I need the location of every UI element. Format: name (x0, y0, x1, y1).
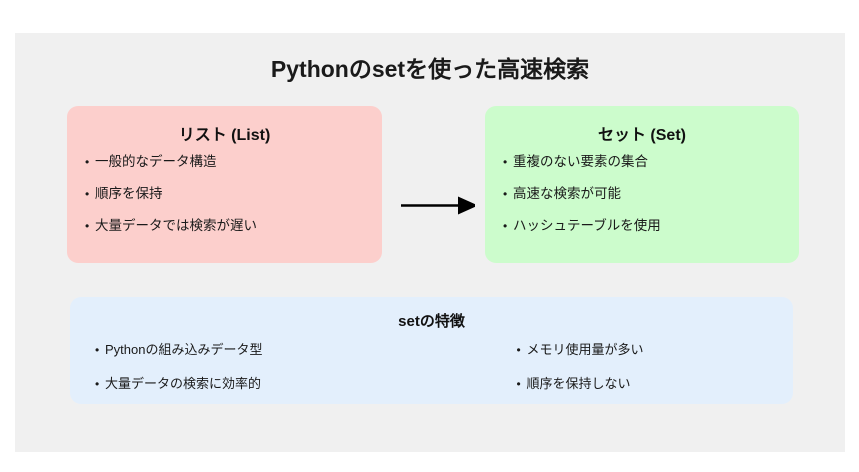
list-item-label: 順序を保持 (95, 186, 163, 201)
bullet-icon: • (95, 377, 100, 391)
features-panel: setの特徴 • Pythonの組み込みデータ型 • 大量データの検索に効率的 … (70, 297, 793, 404)
list-item: • 大量データの検索に効率的 (95, 373, 432, 407)
bullet-icon: • (503, 187, 508, 201)
list-card-items: • 一般的なデータ構造 • 順序を保持 • 大量データでは検索が遅い (85, 150, 370, 246)
list-item-label: 高速な検索が可能 (513, 186, 621, 201)
list-item: • 大量データでは検索が遅い (85, 214, 370, 246)
list-item-label: Pythonの組み込みデータ型 (105, 342, 263, 357)
features-columns: • Pythonの組み込みデータ型 • 大量データの検索に効率的 • メモリ使用… (70, 339, 793, 407)
list-item: • ハッシュテーブルを使用 (503, 214, 787, 246)
list-item-label: メモリ使用量が多い (526, 342, 644, 357)
list-item: • Pythonの組み込みデータ型 (95, 339, 432, 373)
features-left-column: • Pythonの組み込みデータ型 • 大量データの検索に効率的 (70, 339, 432, 407)
list-card-title: リスト (List) (178, 127, 271, 144)
bullet-icon: • (516, 343, 521, 357)
page-title: Pythonのsetを使った高速検索 (270, 56, 590, 82)
list-item: • 一般的なデータ構造 (85, 150, 370, 182)
features-panel-title: setの特徴 (398, 313, 465, 330)
arrow-right-icon (400, 193, 478, 218)
features-right-column: • メモリ使用量が多い • 順序を保持しない (432, 339, 794, 407)
list-item: • 順序を保持しない (517, 373, 794, 407)
list-item-label: ハッシュテーブルを使用 (513, 218, 661, 233)
bullet-icon: • (503, 219, 508, 233)
set-card-title: セット (Set) (597, 127, 686, 144)
bullet-icon: • (516, 377, 521, 391)
list-item: • 高速な検索が可能 (503, 182, 787, 214)
list-item-label: 順序を保持しない (526, 376, 631, 391)
bullet-icon: • (85, 219, 90, 233)
list-item: • 順序を保持 (85, 182, 370, 214)
diagram-canvas: Pythonのsetを使った高速検索 リスト (List) • 一般的なデータ構… (15, 33, 845, 452)
set-card: セット (Set) • 重複のない要素の集合 • 高速な検索が可能 • ハッシュ… (485, 106, 799, 263)
list-item-label: 重複のない要素の集合 (513, 154, 648, 169)
list-card: リスト (List) • 一般的なデータ構造 • 順序を保持 • 大量データでは… (67, 106, 382, 263)
list-item-label: 一般的なデータ構造 (95, 154, 217, 169)
bullet-icon: • (503, 155, 508, 169)
bullet-icon: • (85, 155, 90, 169)
bullet-icon: • (95, 343, 100, 357)
list-item: • 重複のない要素の集合 (503, 150, 787, 182)
bullet-icon: • (85, 187, 90, 201)
list-item: • メモリ使用量が多い (517, 339, 794, 373)
list-item-label: 大量データの検索に効率的 (105, 376, 262, 391)
list-item-label: 大量データでは検索が遅い (95, 218, 257, 233)
set-card-items: • 重複のない要素の集合 • 高速な検索が可能 • ハッシュテーブルを使用 (503, 150, 787, 246)
